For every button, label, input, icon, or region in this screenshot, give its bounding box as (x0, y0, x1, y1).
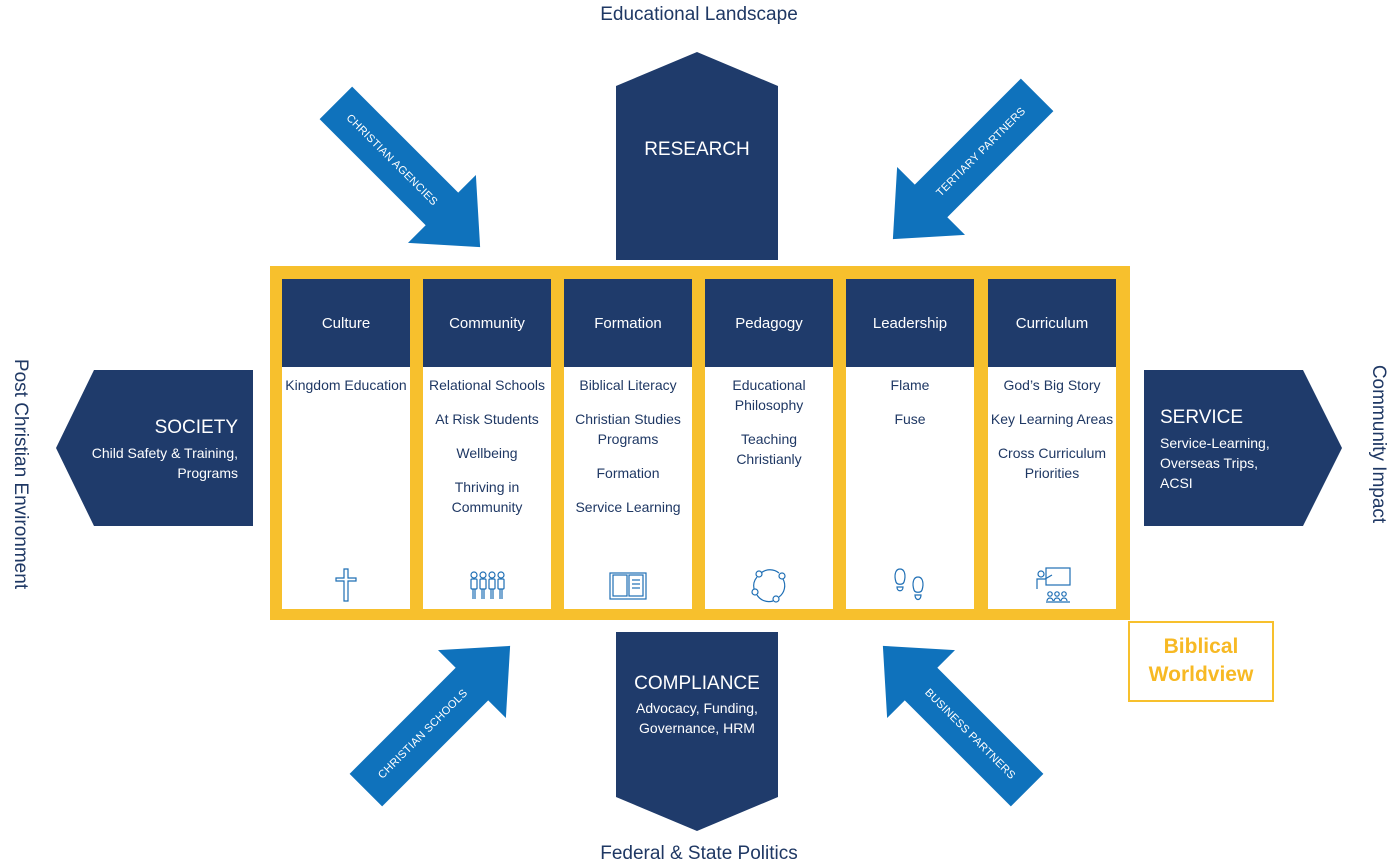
pillar-title: Community (423, 279, 551, 367)
service-title: SERVICE (1160, 407, 1244, 428)
open-book-icon (609, 572, 647, 600)
pillar-item: Educational Philosophy (732, 377, 806, 413)
pillar-item: Relational Schools (429, 377, 545, 393)
pillar-item: Cross Curriculum Priorities (997, 445, 1107, 481)
cross-icon (335, 568, 357, 602)
compliance-shape (616, 632, 778, 831)
biblical-worldview-box: Biblical Worldview (1128, 621, 1274, 702)
pillar-item: Teaching Christianly (736, 431, 802, 467)
pillar-item: Thriving in Community (451, 479, 523, 515)
pillar-item: Service Learning (575, 499, 681, 515)
pillar-title: Formation (564, 279, 692, 367)
business-partners-arrow: BUSINESS PARTNERS (882, 645, 1044, 807)
pillar-community: Community Relational Schools At Risk Stu… (423, 279, 551, 609)
pillar-item: God’s Big Story (1003, 377, 1101, 393)
pillar-formation: Formation Biblical Literacy Christian St… (564, 279, 692, 609)
people-icon (470, 571, 505, 599)
pillar-item: Christian Studies Programs (575, 411, 681, 447)
edge-label-bottom: Federal & State Politics (600, 843, 798, 864)
society-body: Child Safety & Training, Programs (91, 445, 238, 481)
compliance-title: COMPLIANCE (634, 673, 760, 694)
research-shape (616, 52, 778, 260)
pillar-item: Flame (890, 377, 930, 393)
pillar-pedagogy: Pedagogy Educational Philosophy Teaching… (705, 279, 833, 609)
edge-label-top: Educational Landscape (600, 4, 798, 25)
compliance-body: Advocacy, Funding, Governance, HRM (636, 700, 758, 736)
cycle-icon (751, 569, 786, 603)
pillar-title: Pedagogy (705, 279, 833, 367)
pillar-item: Kingdom Education (285, 377, 407, 393)
pillar-item: Wellbeing (456, 445, 518, 461)
pillars-frame: Culture Kingdom Education Community Rela… (270, 266, 1130, 620)
pillar-culture: Culture Kingdom Education (282, 279, 410, 609)
pillar-item: Biblical Literacy (579, 377, 677, 393)
pillar-title: Curriculum (988, 279, 1116, 367)
footprints-icon (894, 568, 924, 601)
pillar-title: Culture (282, 279, 410, 367)
pillar-item: Fuse (894, 411, 926, 427)
biblical-worldview-line2: Worldview (1148, 663, 1254, 686)
christian-schools-arrow: CHRISTIAN SCHOOLS (349, 645, 511, 807)
christian-agencies-arrow: CHRISTIAN AGENCIES (319, 86, 481, 248)
tertiary-partners-arrow: TERTIARY PARTNERS (892, 78, 1054, 240)
pillar-item: At Risk Students (435, 411, 539, 427)
pillar-item: Formation (596, 465, 660, 481)
pillar-item: Key Learning Areas (990, 411, 1114, 427)
society-title: SOCIETY (154, 417, 238, 438)
research-title: RESEARCH (644, 139, 750, 160)
pillar-title: Leadership (846, 279, 974, 367)
pillar-leadership: Leadership Flame Fuse (846, 279, 974, 609)
service-shape (1144, 370, 1342, 526)
teacher-board-icon (1036, 567, 1071, 603)
service-body: Service-Learning, Overseas Trips, ACSI (1160, 435, 1270, 491)
society-shape (56, 370, 253, 526)
pillar-curriculum: Curriculum God’s Big Story Key Learning … (988, 279, 1116, 609)
biblical-worldview-line1: Biblical (1163, 635, 1239, 658)
